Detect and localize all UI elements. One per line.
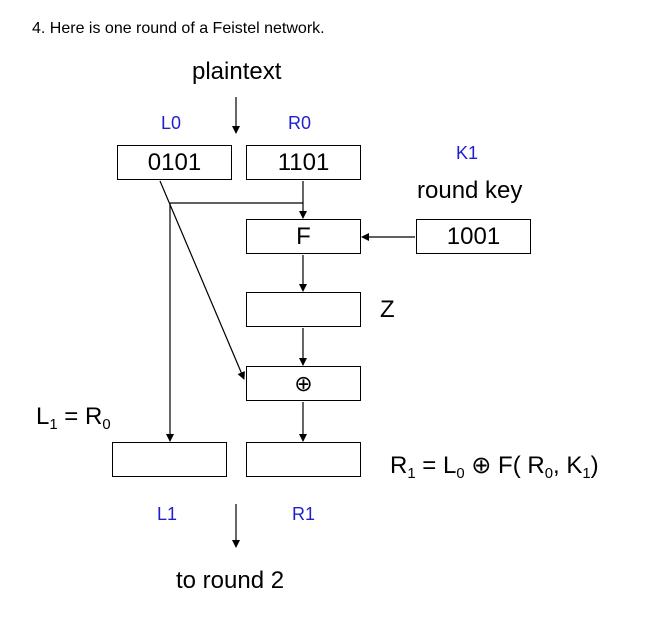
- l1-box: [112, 442, 227, 477]
- r1-eq-r-sub: 1: [407, 466, 416, 483]
- r1-eq-l-sub: 0: [456, 466, 465, 483]
- r1-eq-k-sub: 1: [582, 466, 591, 483]
- l1-eq-rhs-sub: 0: [102, 417, 111, 434]
- xor-box: ⊕: [246, 366, 361, 401]
- l1-eq-lhs-sub: 1: [49, 417, 58, 434]
- l1-eq-lhs: L: [36, 403, 50, 430]
- plaintext-label: plaintext: [192, 58, 282, 85]
- f-label: F: [296, 222, 311, 250]
- r1-eq-comma: , K: [553, 452, 583, 479]
- r1-eq-close: ): [590, 452, 599, 479]
- l0-label: L0: [161, 113, 182, 133]
- f-box: F: [246, 219, 361, 254]
- l0-box: 0101: [117, 145, 232, 180]
- to-round-label: to round 2: [176, 567, 285, 594]
- r1-eq-eq: = L: [415, 452, 457, 479]
- r0-value: 1101: [277, 148, 330, 176]
- l1-eq-eq: = R: [57, 403, 103, 430]
- r1-eq-mid: ⊕ F( R: [464, 452, 545, 479]
- l0-value: 0101: [147, 148, 202, 176]
- r0-label: R0: [288, 113, 312, 133]
- xor-symbol: ⊕: [294, 370, 313, 396]
- l1-equation: L1 = R0: [36, 403, 111, 433]
- z-label: Z: [380, 296, 395, 323]
- k1-label: K1: [456, 143, 479, 163]
- z-box: [246, 292, 361, 327]
- r0-box: 1101: [246, 145, 361, 180]
- r1-eq-r: R: [390, 452, 408, 479]
- r1-label: R1: [292, 504, 316, 524]
- r1-box: [246, 442, 361, 477]
- round-key-value: 1001: [446, 222, 501, 250]
- l1-label: L1: [157, 504, 178, 524]
- round-key-box: 1001: [416, 219, 531, 254]
- question-text: 4. Here is one round of a Feistel networ…: [32, 20, 325, 37]
- r1-eq-r0-sub: 0: [544, 466, 553, 483]
- r1-equation: R1 = L0 ⊕ F( R0, K1): [390, 451, 599, 482]
- l0-to-xor-arrow: [159, 180, 245, 380]
- round-key-label: round key: [417, 177, 523, 204]
